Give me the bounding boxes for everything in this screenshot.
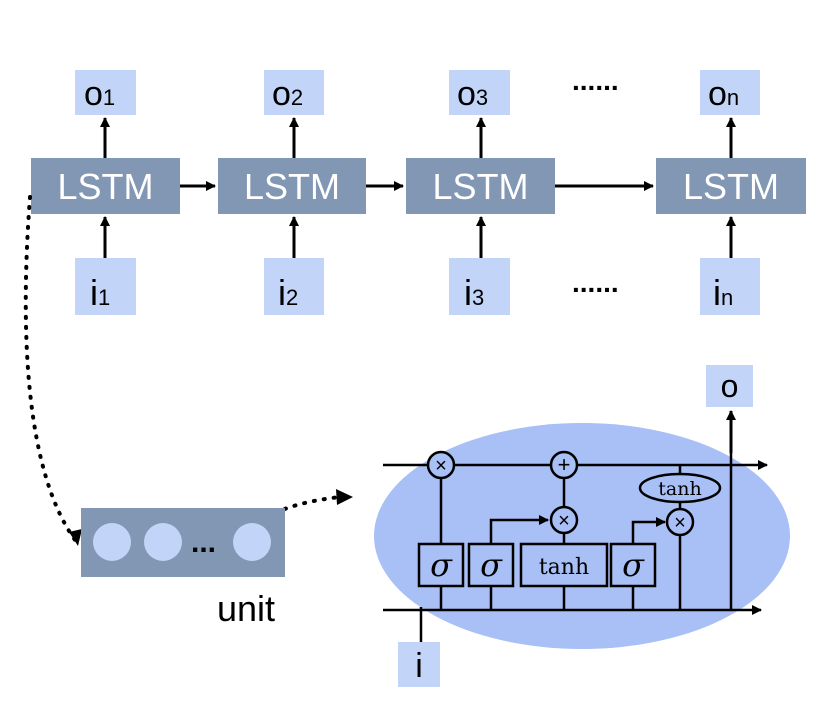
dotted-connector-lstm-to-unit <box>23 195 77 542</box>
lstm-cell-1: LSTM <box>31 158 180 214</box>
input-3-sub: 3 <box>472 285 484 310</box>
cell-input-label: i <box>415 647 423 685</box>
output-box-n: on <box>700 70 760 115</box>
output-2-sub: 2 <box>291 85 303 110</box>
input-box-2: i2 <box>264 258 324 315</box>
output-sigma-symbol: σ <box>622 546 645 584</box>
unit-bubble-2 <box>144 523 182 561</box>
forget-multiply-symbol: × <box>435 455 447 477</box>
output-3-sub: 3 <box>476 85 488 110</box>
lstm-cell-2-label: LSTM <box>244 166 340 207</box>
input-1-label: i <box>90 272 98 313</box>
output-box-3: o3 <box>449 70 510 115</box>
lstm-cell-1-label: LSTM <box>57 166 153 207</box>
add-symbol: + <box>558 452 571 477</box>
svg-text:o1: o1 <box>84 75 115 113</box>
ellipsis-top: ...... <box>572 65 619 96</box>
lstm-cell-3: LSTM <box>406 158 555 214</box>
output-2-label: o <box>272 75 291 113</box>
add-node: + <box>549 450 579 480</box>
output-gate-to-multiply-wire <box>631 517 666 544</box>
unit-box: ... <box>81 508 285 577</box>
svg-text:o3: o3 <box>457 75 488 113</box>
output-n-sub: n <box>727 85 739 110</box>
output-1-sub: 1 <box>103 85 115 110</box>
svg-text:in: in <box>713 272 733 313</box>
ellipsis-bottom: ...... <box>572 267 619 298</box>
svg-text:on: on <box>708 75 739 113</box>
svg-text:i2: i2 <box>278 272 298 313</box>
output-multiply-symbol: × <box>674 512 686 534</box>
input-n-label: i <box>713 272 721 313</box>
lstm-cell-n-label: LSTM <box>683 166 779 207</box>
lstm-cell-3-label: LSTM <box>432 166 528 207</box>
input-1-sub: 1 <box>98 285 110 310</box>
cell-output-box: o <box>706 365 753 407</box>
input-n-sub: n <box>721 285 733 310</box>
input-box-1: i1 <box>75 258 136 315</box>
forget-sigma-symbol: σ <box>430 546 453 584</box>
svg-text:i1: i1 <box>90 272 110 313</box>
cell-output-label: o <box>721 368 739 404</box>
input-2-sub: 2 <box>286 285 298 310</box>
candidate-tanh-box: tanh <box>519 542 609 588</box>
output-multiply-node: × <box>665 507 695 537</box>
input-box-3: i3 <box>449 258 510 315</box>
input-sigma-symbol: σ <box>480 546 503 584</box>
unit-label: unit <box>217 588 275 629</box>
candidate-tanh-label: tanh <box>539 555 589 580</box>
svg-text:i3: i3 <box>464 272 484 313</box>
svg-text:o2: o2 <box>272 75 303 113</box>
dotted-connector-arrowhead-1 <box>69 529 82 546</box>
input-multiply-symbol: × <box>558 510 570 532</box>
input-box-n: in <box>700 258 760 315</box>
input-multiply-node: × <box>549 505 579 535</box>
unit-bubble-3 <box>233 523 271 561</box>
input-gate-to-multiply-wire <box>489 515 549 544</box>
output-box-2: o2 <box>264 70 324 115</box>
output-gate-sigma: σ <box>609 542 657 588</box>
forget-gate-sigma: σ <box>417 542 465 588</box>
lstm-cell-2: LSTM <box>218 158 366 214</box>
lstm-cell-n: LSTM <box>656 158 806 214</box>
output-box-1: o1 <box>75 70 136 115</box>
output-tanh-node: tanh <box>638 472 722 504</box>
output-3-label: o <box>457 75 476 113</box>
input-3-label: i <box>464 272 472 313</box>
output-tanh-label: tanh <box>658 478 701 500</box>
cell-input-box: i <box>398 642 440 687</box>
input-gate-sigma: σ <box>467 542 515 588</box>
forget-multiply-node: × <box>426 450 456 480</box>
output-n-label: o <box>708 75 727 113</box>
unit-dots: ... <box>191 526 216 559</box>
input-2-label: i <box>278 272 286 313</box>
output-1-label: o <box>84 75 103 113</box>
dotted-connector-arrowhead-2 <box>336 489 353 505</box>
unit-bubble-1 <box>93 523 131 561</box>
